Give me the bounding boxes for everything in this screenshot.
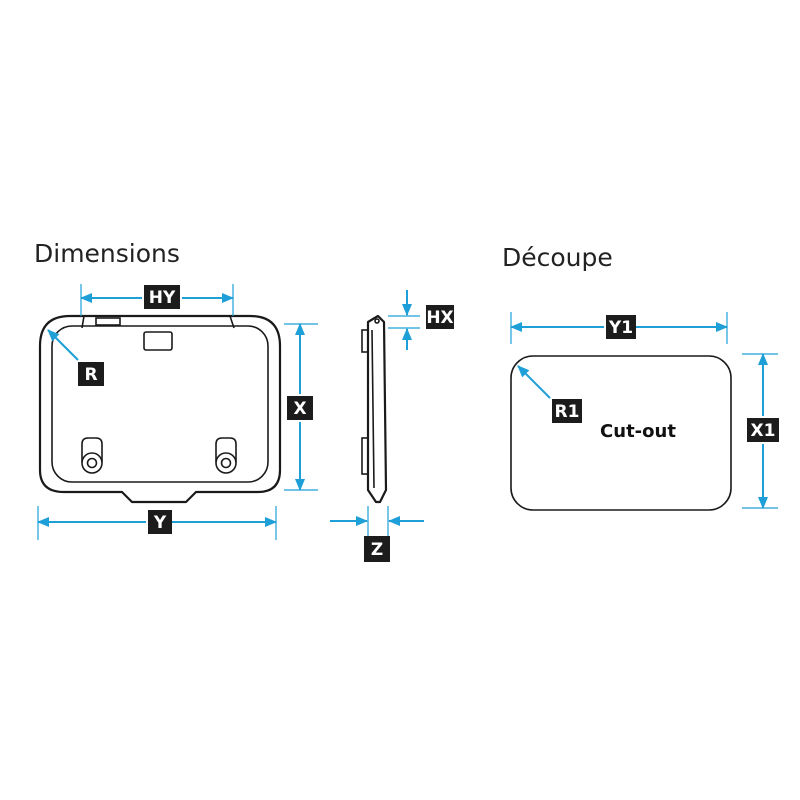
dimensions-heading: Dimensions (34, 239, 180, 268)
fixing-lug-left-ring (81, 452, 103, 474)
cutout-view: Cut-out (510, 355, 732, 511)
x-label: X (293, 399, 306, 419)
r-label: R (84, 365, 97, 385)
hatch-front-view (38, 314, 282, 504)
hy-dimension: HY (80, 284, 234, 316)
r-dimension: R (47, 329, 104, 386)
y1-label: Y1 (608, 318, 633, 338)
y-dimension: Y (37, 506, 277, 540)
cutout-label: Cut-out (600, 421, 676, 442)
latch (143, 331, 173, 351)
fixing-lug-right-ring (215, 452, 237, 474)
fixing-lug-left-hole (86, 457, 98, 469)
hy-label: HY (149, 288, 176, 308)
r1-label: R1 (555, 402, 580, 422)
hinge-block (95, 317, 121, 326)
x-dimension: X (284, 323, 318, 491)
hx-dimension: HX (388, 290, 454, 350)
hx-label: HX (426, 308, 453, 328)
hinge-strip (81, 315, 235, 329)
fixing-lug-left (81, 437, 103, 462)
z-dimension: Z (330, 506, 424, 562)
x1-dimension: X1 (742, 353, 779, 509)
decoupe-heading: Découpe (502, 243, 613, 272)
hatch-inner-frame (51, 325, 269, 483)
hatch-side-profile (361, 314, 388, 504)
y1-dimension: Y1 (510, 312, 728, 344)
fixing-lug-right-hole (220, 457, 232, 469)
r1-dimension: R1 (517, 365, 582, 423)
x1-label: X1 (751, 421, 776, 441)
side-profile-body (366, 314, 388, 504)
z-label: Z (371, 540, 383, 560)
cutout-outline (510, 355, 732, 511)
y-label: Y (153, 513, 167, 533)
fixing-lug-right (215, 437, 237, 462)
hatch-outer-frame (38, 314, 282, 504)
